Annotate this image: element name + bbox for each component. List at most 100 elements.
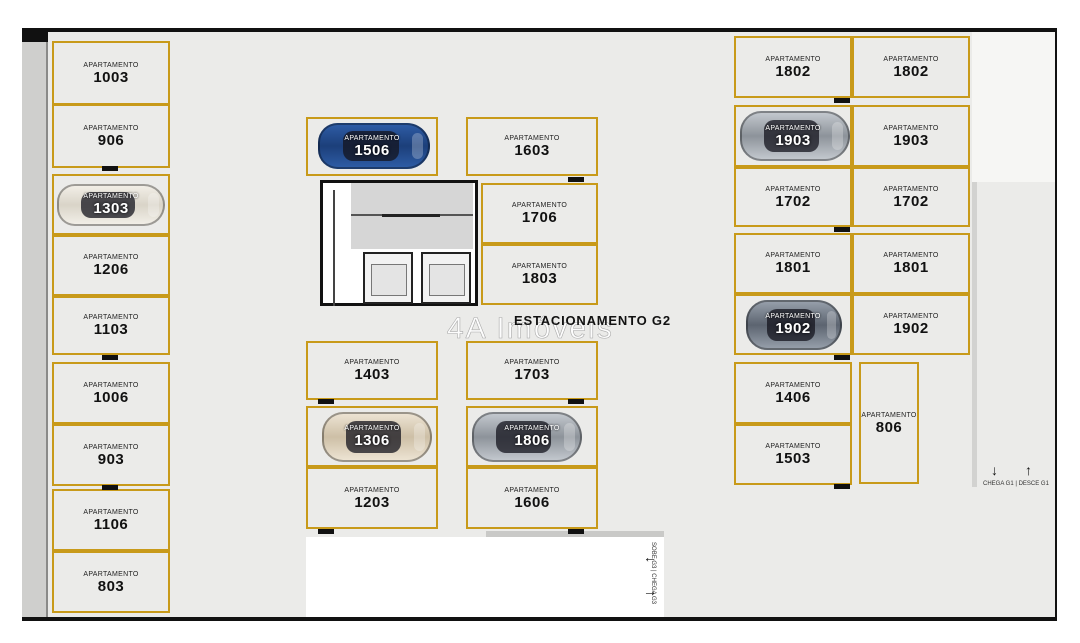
left-wall-cap: [22, 32, 48, 42]
spot-number: 1103: [93, 321, 129, 338]
wheel-stop: [318, 399, 334, 404]
spot-number: 1506: [354, 142, 390, 159]
arrow-left-icon: ←: [643, 549, 657, 565]
wheel-stop: [834, 355, 850, 360]
spot-label: APARTAMENTO: [83, 61, 139, 69]
elevator-left: [363, 252, 413, 304]
spot-label: APARTAMENTO: [511, 202, 568, 209]
ramp-label-right: CHEGA G1 | DESCE G1: [983, 481, 1049, 487]
right-zone: [972, 32, 1055, 182]
car-icon: [472, 412, 582, 462]
spot-number: 1206: [93, 261, 129, 278]
watermark: 4A Imóveis: [447, 312, 614, 346]
spot-label: APARTAMENTO: [883, 55, 939, 63]
spot-label: APARTAMENTO: [883, 124, 939, 132]
spot-number: 1203: [354, 493, 390, 511]
ramp-edge: [486, 531, 664, 537]
spot-label: APARTAMENTO: [344, 359, 400, 366]
arrow-down-icon: ↓: [991, 462, 998, 478]
spot-label: APARTAMENTO: [344, 425, 400, 432]
spot-label: APARTAMENTO: [765, 443, 821, 450]
spot-number: 906: [97, 131, 125, 149]
spot-number: 1702: [775, 192, 811, 210]
spot-label: APARTAMENTO: [504, 425, 560, 432]
spot-label: APARTAMENTO: [83, 124, 139, 132]
wheel-stop: [568, 529, 584, 534]
arrow-right-icon: →: [643, 583, 657, 599]
spot-number: 1003: [93, 68, 129, 86]
spot-label: APARTAMENTO: [883, 252, 939, 259]
garage-floor: [22, 28, 1057, 621]
spot-label: APARTAMENTO: [83, 570, 139, 578]
spot-label: APARTAMENTO: [83, 254, 139, 261]
stair-handrail: [382, 214, 440, 217]
spot-number: 1603: [514, 142, 550, 159]
spot-number: 1703: [514, 366, 550, 383]
wheel-stop: [568, 399, 584, 404]
spot-number: 1801: [893, 259, 929, 276]
car-icon: [322, 412, 432, 462]
wheel-stop: [568, 177, 584, 182]
spot-number: 1802: [775, 62, 811, 80]
spot-label: APARTAMENTO: [511, 263, 568, 270]
wheel-stop: [102, 485, 118, 490]
spot-number: 1903: [893, 131, 929, 149]
spot-number: 803: [97, 577, 125, 595]
right-strip: [972, 182, 977, 487]
spot-label: APARTAMENTO: [83, 381, 139, 389]
spot-number: 1006: [93, 388, 129, 406]
floor-title: ESTACIONAMENTO G2: [514, 313, 671, 328]
spot-label: APARTAMENTO: [765, 313, 821, 320]
spot-number: 903: [97, 450, 125, 468]
car-icon: [318, 123, 430, 169]
spot-number: 1903: [775, 131, 811, 149]
spot-number: 1606: [514, 493, 550, 511]
wheel-stop: [102, 166, 118, 171]
spot-number: 1806: [514, 432, 550, 449]
spot-number: 1306: [354, 432, 390, 449]
spot-number: 1503: [775, 450, 811, 467]
wheel-stop: [318, 529, 334, 534]
spot-label: APARTAMENTO: [765, 55, 821, 63]
spot-label: APARTAMENTO: [765, 381, 821, 389]
spot-label: APARTAMENTO: [344, 486, 400, 494]
spot-label: APARTAMENTO: [83, 314, 139, 321]
arrow-up-icon: ↑: [1025, 462, 1032, 478]
spot-label: APARTAMENTO: [504, 135, 560, 142]
spot-number: 1403: [354, 366, 390, 383]
spot-number: 1803: [521, 270, 558, 287]
wheel-stop: [834, 227, 850, 232]
